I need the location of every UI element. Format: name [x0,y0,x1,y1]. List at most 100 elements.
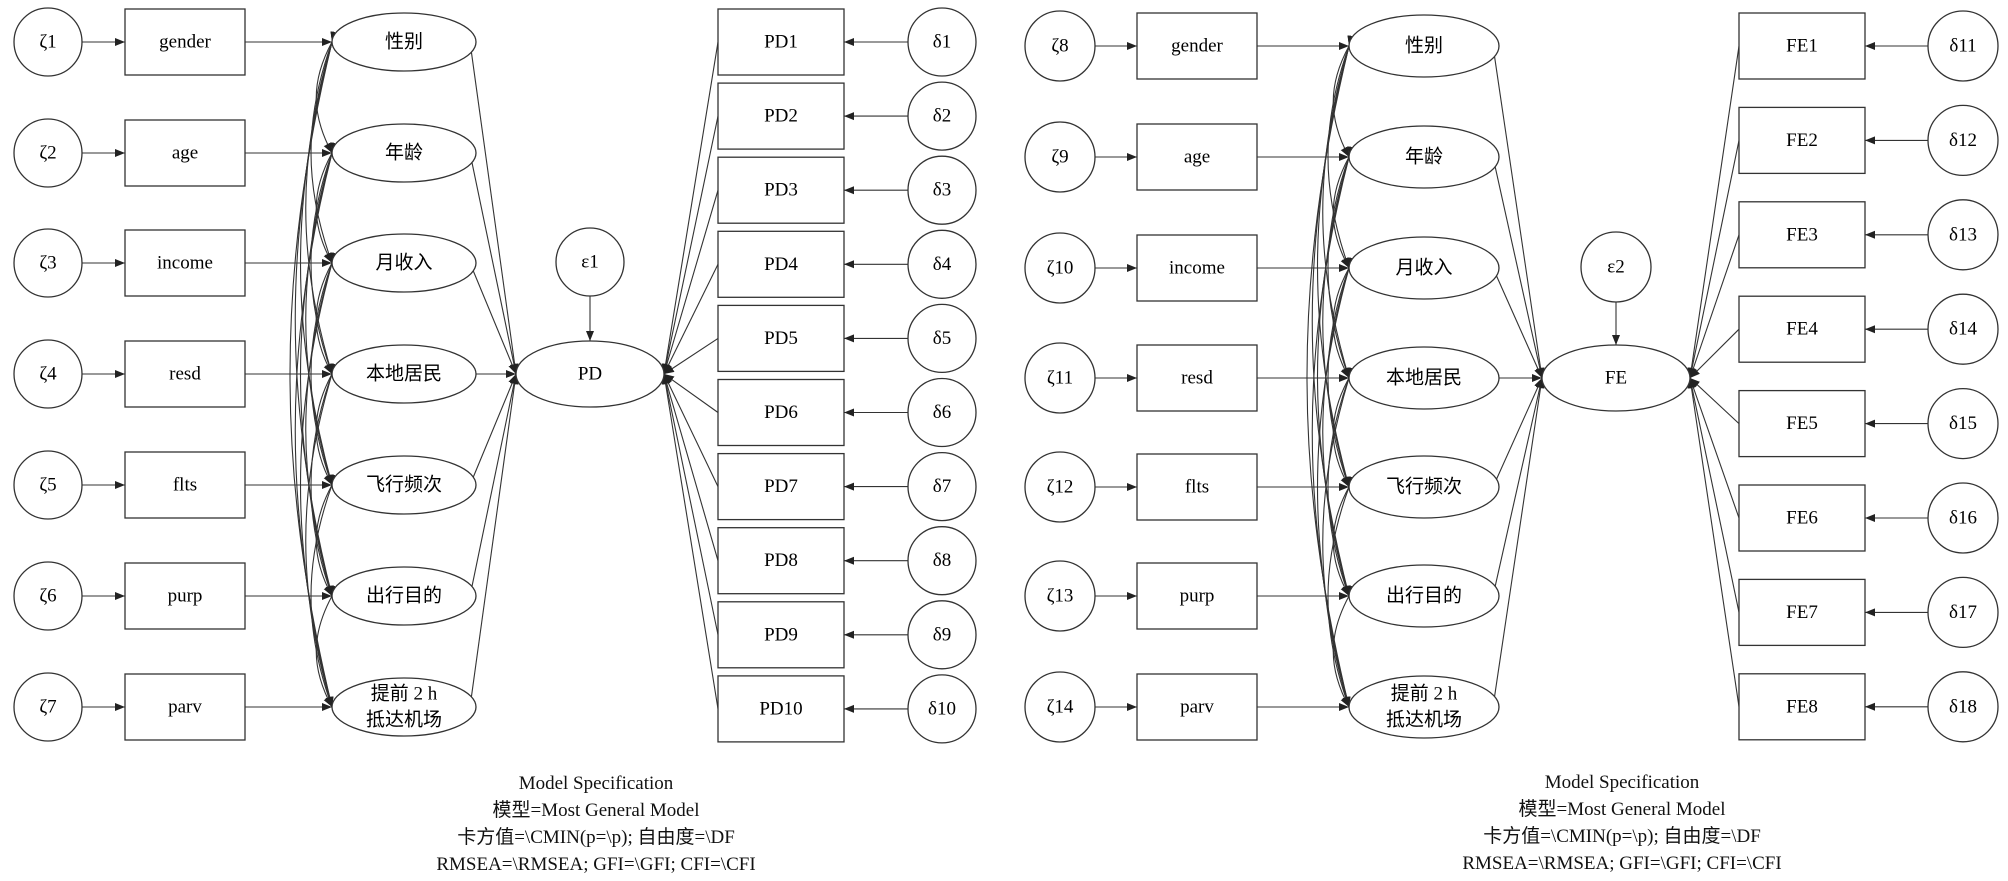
covariance-curve [1327,367,1357,597]
observed-box-income: income [124,229,246,297]
indicator-loading-arrow [662,190,719,375]
observed-box-age: age [1136,123,1258,191]
covariance-curve [1311,146,1356,708]
factor-to-outcome-arrow [469,152,518,375]
factor-label: 月收入 [1395,257,1452,279]
covariance-curve [315,585,341,708]
covariance-curve [1327,146,1357,379]
error-node-9: ζ9 [1024,121,1096,193]
outcome-latent-label: PD [578,364,602,385]
covariance-curve [1327,476,1357,708]
factor-to-outcome-arrow [1492,267,1543,379]
indicator-error-node: δ7 [907,451,977,522]
indicator-label: FE6 [1786,508,1818,529]
observed-box-resd: resd [124,340,246,408]
indicator-label: FE1 [1786,36,1818,57]
covariance-curve [1322,367,1356,708]
indicator-label: FE2 [1786,130,1818,151]
indicator-error-node: δ12 [1927,104,1999,177]
error-node-3: ζ3 [13,228,83,298]
spec-fit-indices: RMSEA=\RMSEA; GFI=\GFI; CFI=\CFI [436,854,756,875]
factor-node: 本地居民 [331,344,477,404]
indicator-label: PD2 [764,106,798,127]
indicator-error-node: δ14 [1927,293,1999,365]
factor-node: 性别 [331,12,477,72]
indicator-box-pd8: PD8 [717,527,845,595]
observed-label: gender [159,32,211,53]
error-node-10: ζ10 [1024,232,1096,304]
error-label: ζ11 [1047,368,1073,389]
observed-label: flts [1185,477,1209,498]
indicator-error-label: δ5 [933,328,951,349]
indicator-error-node: δ10 [907,674,977,744]
indicator-box-pd1: PD1 [717,8,845,76]
outcome-error-node: ε2 [1580,231,1652,303]
observed-box-gender: gender [1136,12,1258,80]
observed-box-flts: flts [1136,453,1258,521]
factor-to-outcome-arrow [1492,45,1545,379]
error-node-11: ζ11 [1024,342,1096,414]
indicator-label: FE5 [1786,413,1818,434]
indicator-error-label: δ7 [933,476,951,497]
indicator-error-label: δ11 [1949,36,1976,57]
observed-label: flts [173,475,197,496]
covariance-curve [1332,585,1358,708]
observed-label: parv [168,697,202,718]
factor-node: 出行目的 [1348,564,1500,628]
factor-label: 性别 [1405,35,1443,57]
indicator-error-label: δ3 [933,180,951,201]
indicator-loading-arrow [662,373,719,635]
covariance-curve [1327,35,1357,269]
indicator-error-node: δ18 [1927,671,1999,743]
covariance-curve [1322,35,1356,379]
edges [82,31,908,713]
indicator-box-pd10: PD10 [717,675,845,743]
spec-model: 模型=Most General Model [1518,799,1726,820]
indicator-error-node: δ8 [907,526,977,596]
covariance-curve [310,363,340,597]
indicator-box-pd3: PD3 [717,156,845,224]
covariance-curve [305,142,339,486]
error-label: ζ1 [39,32,56,53]
model-specification-left: Model Specification 模型=Most General Mode… [366,770,826,878]
observed-box-age: age [124,119,246,187]
indicator-loading-arrow [1688,140,1740,379]
error-label: ζ3 [39,253,56,274]
indicator-loading-arrow [663,337,719,375]
indicator-label: PD7 [764,476,798,497]
factor-label: 出行目的 [1386,585,1462,607]
indicator-loading-arrow [663,373,719,413]
factor-node: 月收入 [331,233,477,293]
factor-to-outcome-arrow [469,262,517,375]
covariance-curve [310,142,340,375]
indicator-label: PD4 [764,254,798,275]
observed-label: gender [1171,36,1223,57]
indicator-error-label: δ17 [1949,602,1977,623]
indicator-loading-arrow [1689,328,1740,379]
factor-to-outcome-arrow [469,373,519,708]
observed-box-purp: purp [1136,562,1258,630]
indicator-error-label: δ12 [1949,130,1977,151]
indicator-box-pd5: PD5 [717,304,845,373]
factor-label: 性别 [385,31,423,53]
indicator-error-node: δ4 [907,229,977,299]
error-label: ζ9 [1051,147,1068,168]
indicator-loading-arrow [661,41,719,375]
factor-to-outcome-arrow [1492,377,1543,488]
error-label: ζ4 [39,364,57,385]
outcome-error-label: ε1 [581,252,598,273]
indicator-loading-arrow [662,373,719,561]
covariance-curve [305,252,339,597]
indicator-box-pd4: PD4 [717,230,845,298]
indicator-error-label: δ15 [1949,413,1977,434]
indicator-error-label: δ8 [933,550,951,571]
factor-to-outcome-arrow [1492,156,1544,379]
factor-to-outcome-arrow [469,373,518,597]
indicator-error-label: δ1 [933,32,951,53]
factor-label: 飞行频次 [1386,476,1462,498]
factor-label: 飞行频次 [366,474,442,496]
indicator-error-node: δ5 [907,303,977,374]
